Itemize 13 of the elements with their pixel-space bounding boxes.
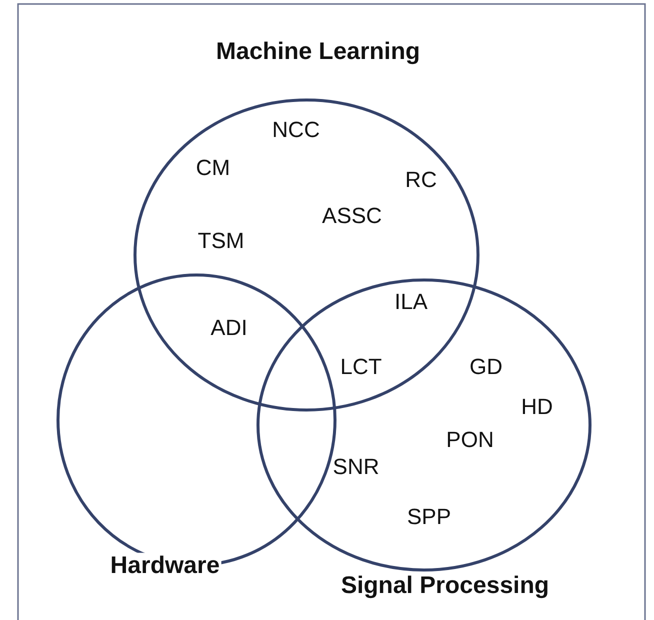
item-abbreviation: GD <box>470 354 502 380</box>
item-abbreviation: NCC <box>272 117 320 143</box>
item-abbreviation: SNR <box>332 454 380 480</box>
item-abbreviation: ASSC <box>322 203 382 229</box>
item-abbreviation: CM <box>196 155 230 181</box>
item-abbreviation: PON <box>446 427 494 453</box>
item-abbreviation: LCT <box>340 354 382 380</box>
item-abbreviation: SPP <box>406 504 452 530</box>
item-abbreviation: TSM <box>198 228 244 254</box>
item-abbreviation: RC <box>405 167 437 193</box>
item-abbreviation: ADI <box>210 315 248 341</box>
item-abbreviation: ILA <box>394 289 428 315</box>
item-abbreviation: HD <box>521 394 553 420</box>
